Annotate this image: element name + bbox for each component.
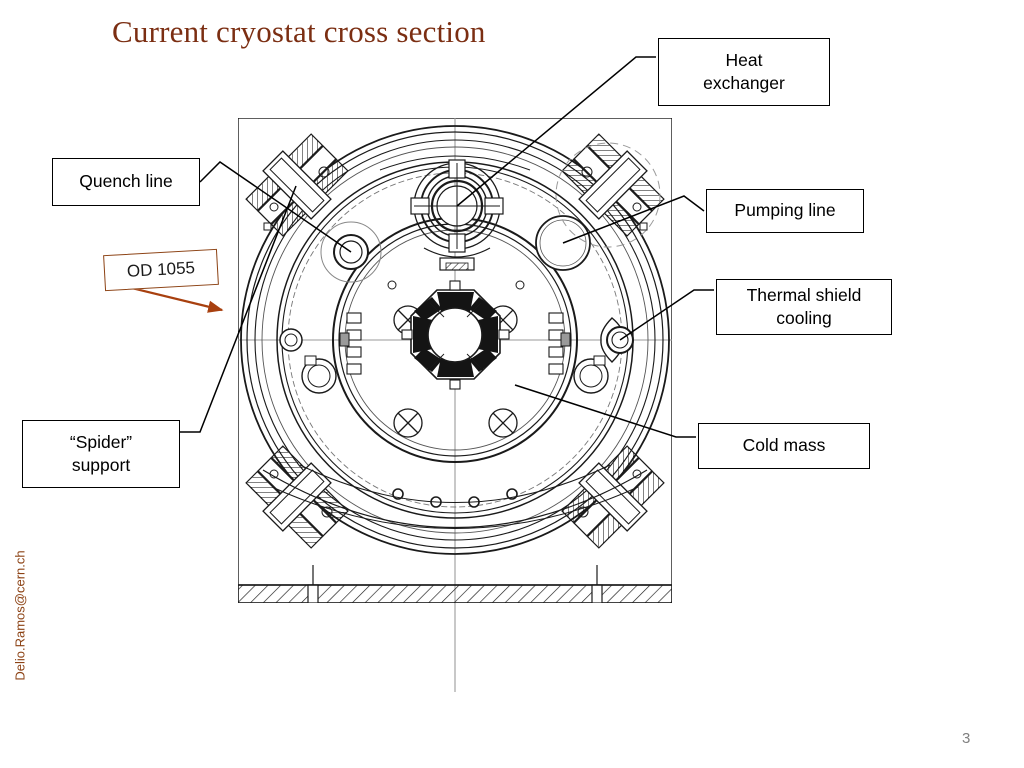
- callout-line-1: Thermal shield: [746, 284, 862, 305]
- quench-line-pipe: [320, 221, 382, 283]
- vessel-skirt-arcs: [262, 464, 648, 529]
- thermal-shield-cooling-tube: [600, 317, 634, 363]
- spider-support-bottom-left: [245, 445, 349, 549]
- callout-thermal-shield-text: Thermal shield cooling: [747, 284, 862, 330]
- callout-line-2: cooling: [776, 308, 832, 328]
- callout-thermal-shield-cooling: Thermal shield cooling: [716, 279, 892, 335]
- callout-pumping-line: Pumping line: [706, 189, 864, 233]
- callout-pumping-line-text: Pumping line: [734, 200, 836, 221]
- coil-assembly-octagon: [401, 280, 510, 390]
- callout-cold-mass: Cold mass: [698, 423, 870, 469]
- spider-support-top-left: [245, 133, 349, 237]
- dimension-label-od-1055: OD 1055: [103, 248, 219, 292]
- callout-line-1: Heat: [725, 49, 763, 70]
- thermal-shield-cooling-tube-left: [279, 328, 303, 352]
- base-plate: [238, 584, 672, 603]
- cold-mass-rail-right: [548, 312, 571, 375]
- callout-heat-exchanger: Heat exchanger: [658, 38, 830, 106]
- callout-heat-exchanger-text: Heat exchanger: [703, 49, 785, 95]
- callout-quench-line-text: Quench line: [79, 171, 173, 192]
- callout-line-1: “Spider”: [69, 431, 133, 452]
- page-number: 3: [962, 730, 971, 747]
- pumping-line-pipe: [535, 215, 591, 271]
- callout-cold-mass-text: Cold mass: [742, 435, 826, 456]
- callout-spider-support-text: “Spider” support: [70, 431, 132, 477]
- page-title: Current cryostat cross section: [112, 14, 486, 49]
- callout-line-2: support: [71, 455, 131, 475]
- callout-quench-line: Quench line: [52, 158, 200, 206]
- cold-mass-rail-left: [339, 312, 362, 375]
- callout-spider-support: “Spider” support: [22, 420, 180, 488]
- spider-support-bottom-right: [561, 445, 665, 549]
- callout-line-2: exchanger: [703, 73, 785, 93]
